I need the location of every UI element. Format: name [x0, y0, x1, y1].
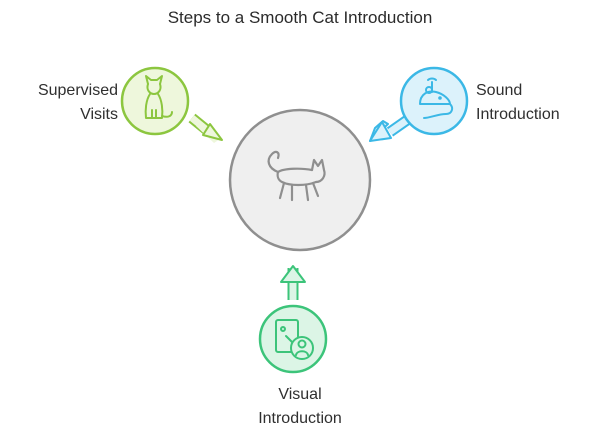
label-supervised-visits: Supervised Visits	[14, 79, 118, 127]
label-line: Introduction	[258, 410, 342, 427]
step-visual-introduction	[258, 265, 328, 374]
label-line: Introduction	[476, 106, 560, 123]
label-line: Visual	[278, 386, 322, 403]
step-sound-introduction	[369, 66, 469, 142]
label-line: Visits	[80, 106, 118, 123]
label-line: Supervised	[37, 82, 118, 99]
center-node	[228, 108, 372, 252]
mouse-toy-icon	[419, 77, 454, 119]
label-visual-introduction: Visual Introduction	[210, 383, 390, 431]
label-sound-introduction: Sound Introduction	[476, 79, 596, 127]
step-supervised-visits	[120, 66, 223, 143]
label-line: Sound	[476, 82, 523, 99]
diagram-title: Steps to a Smooth Cat Introduction	[167, 8, 433, 27]
sitting-cat-icon	[144, 75, 173, 119]
cat-walking-icon	[267, 150, 326, 202]
photo-frame-person-icon	[275, 319, 314, 360]
